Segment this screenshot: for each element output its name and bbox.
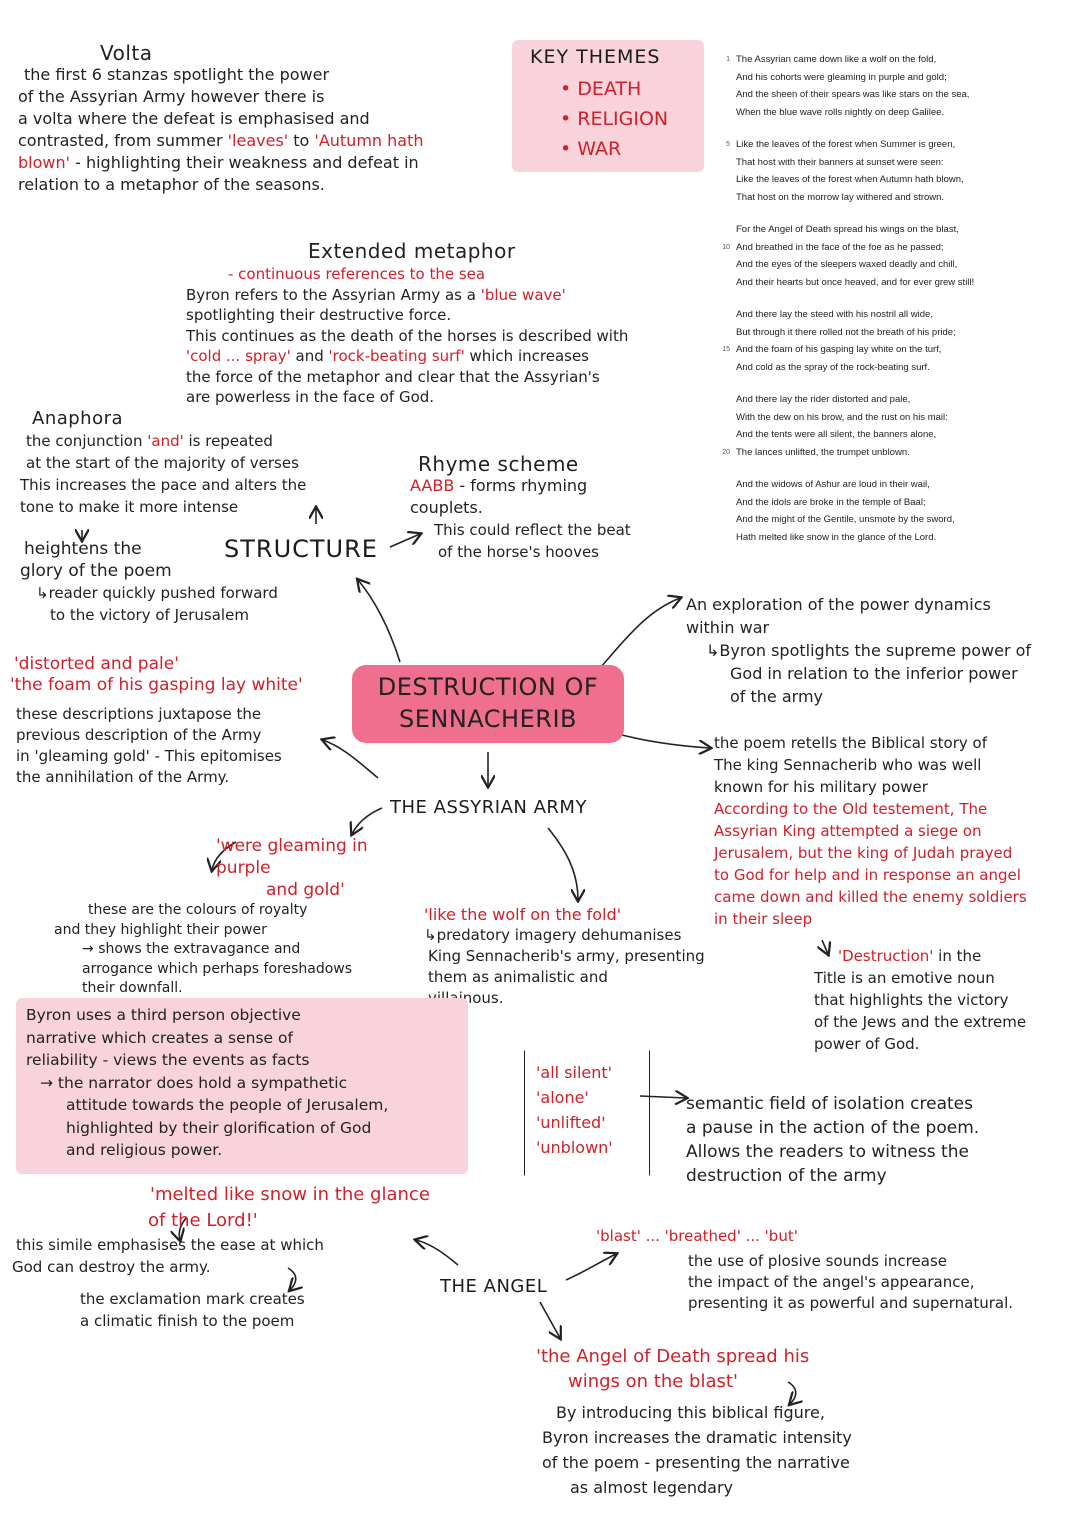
arrow-small-2 — [288, 1267, 296, 1290]
volta-line-5: blown' - highlighting their weakness and… — [18, 153, 419, 172]
destruction-note: 'Destruction' in the Title is an emotive… — [814, 947, 1027, 1053]
key-themes-box: KEY THEMES • DEATH • RELIGION • WAR — [512, 40, 704, 172]
arrow-small-1 — [179, 1217, 187, 1240]
arrow-small-3 — [788, 1381, 796, 1404]
arrow-to-melted — [416, 1240, 459, 1266]
extended-metaphor-line: are powerless in the face of God. — [186, 388, 435, 406]
arrow-small-4 — [212, 841, 237, 870]
poem-line: For the Angel of Death spread his wings … — [736, 224, 959, 235]
arrow-to-power — [599, 598, 680, 669]
poem-line: That host on the morrow lay withered and… — [736, 191, 945, 203]
arrow-hook-icon: ↳ — [706, 641, 720, 660]
poem-stanza: And the widows of Ashur are loud in thei… — [736, 476, 1066, 546]
arrow-to-plosive — [565, 1254, 616, 1281]
anaphora-heading: Anaphora — [32, 408, 124, 429]
plosive-section: 'blast' ... 'breathed' ... 'but' the use… — [596, 1227, 1014, 1312]
rhyme-scheme-heading: Rhyme scheme — [418, 452, 579, 476]
arrow-to-gleaming — [352, 807, 383, 834]
extended-metaphor-line: 'cold ... spray' and 'rock-beating surf'… — [186, 347, 589, 365]
poem-line: And there lay the rider distorted and pa… — [736, 394, 911, 405]
poem-line: When the blue wave rolls nightly on deep… — [736, 106, 945, 118]
rhyme-scheme-section: Rhyme scheme AABB - forms rhyming couple… — [410, 453, 710, 563]
arrow-isolation — [639, 1096, 686, 1098]
volta-line-6: relation to a metaphor of the seasons. — [18, 175, 325, 194]
angel-quote-section: 'the Angel of Death spread his wings on … — [536, 1346, 852, 1497]
power-dynamics-section: An exploration of the power dynamics wit… — [686, 595, 1032, 706]
gleaming-section: 'were gleaming in purple and gold' these… — [54, 836, 368, 996]
volta-line-4: contrasted, from summer 'leaves' to 'Aut… — [18, 131, 424, 150]
poem-line: Like the leaves of the forest when Autum… — [736, 174, 964, 185]
extended-metaphor-line: Byron refers to the Assyrian Army as a '… — [186, 285, 566, 304]
structure-label: STRUCTURE — [224, 535, 378, 563]
biblical-story-section: the poem retells the Biblical story of T… — [714, 734, 1027, 928]
extended-metaphor-line: the force of the metaphor and clear that… — [186, 367, 600, 386]
extended-metaphor-heading: Extended metaphor — [308, 239, 516, 263]
poem-line: And there lay the steed with his nostril… — [736, 309, 933, 320]
arrow-to-angel-quote — [539, 1301, 560, 1338]
arrow-to-structure — [358, 580, 401, 663]
poem-stanza: And there lay the steed with his nostril… — [722, 306, 1066, 376]
arrow-to-wolf — [547, 827, 578, 900]
poem-line: That host with their banners at sunset w… — [736, 156, 944, 168]
poem-line: With the dew on his brow, and the rust o… — [736, 411, 948, 423]
poem-line: And the might of the Gentile, unsmote by… — [736, 514, 955, 525]
melted-section: 'melted like snow in the glance of the L… — [12, 1184, 430, 1330]
isolation-section: semantic field of isolation creates a pa… — [686, 1094, 980, 1186]
arrow-to-biblical — [621, 734, 710, 748]
arrow-right-icon: → — [40, 1073, 58, 1092]
angel-label: THE ANGEL — [440, 1276, 548, 1297]
volta-line-1: the first 6 stanzas spotlight the power — [24, 65, 330, 84]
title-line-1: DESTRUCTION OF — [377, 673, 599, 701]
isolation-quotes: 'all silent' 'alone' 'unlifted' 'unblown… — [536, 1063, 613, 1157]
theme-religion: • RELIGION — [560, 108, 669, 130]
poem-stanza: And there lay the rider distorted and pa… — [722, 391, 1066, 461]
arrow-right-icon: → — [82, 941, 99, 957]
extended-metaphor-sub: - continuous references to the sea — [228, 265, 486, 283]
arrow-structure-to-rhyme — [389, 534, 420, 548]
poem-line: And cold as the spray of the rock-beatin… — [736, 361, 930, 373]
poem-stanza: For the Angel of Death spread his wings … — [722, 221, 1066, 291]
arrow-hook-icon: ↳ — [36, 584, 49, 602]
arrow-small-5 — [822, 939, 828, 954]
theme-death: • DEATH — [560, 78, 642, 100]
central-title: DESTRUCTION OF SENNACHERIB — [352, 665, 624, 743]
poem-line: And the widows of Ashur are loud in thei… — [736, 479, 930, 490]
narrative-box: Byron uses a third person objective narr… — [16, 998, 468, 1174]
volta-line-2: of the Assyrian Army however there is — [18, 87, 325, 106]
arrow-to-distorted — [323, 740, 379, 779]
extended-metaphor-section: Extended metaphor - continuous reference… — [186, 238, 716, 408]
extended-metaphor-line: This continues as the death of the horse… — [186, 326, 629, 345]
distorted-section: 'distorted and pale' 'the foam of his ga… — [10, 654, 303, 786]
key-themes-heading: KEY THEMES — [530, 46, 661, 68]
theme-war: • WAR — [560, 138, 622, 160]
anaphora-section: Anaphora the conjunction 'and' is repeat… — [20, 408, 390, 626]
poem-line: And his cohorts were gleaming in purple … — [736, 71, 947, 83]
arrow-hook-icon: ↳ — [424, 926, 437, 944]
title-line-2: SENNACHERIB — [399, 705, 577, 733]
poem-line: And the sheen of their spears was like s… — [736, 89, 970, 100]
poem-line: And the idols are broke in the temple of… — [736, 496, 926, 508]
poem-line: But through it there rolled not the brea… — [736, 326, 956, 338]
volta-section: Volta the first 6 stanzas spotlight the … — [18, 42, 538, 196]
volta-heading: Volta — [100, 41, 153, 65]
extended-metaphor-line: spotlighting their destructive force. — [186, 306, 452, 324]
poem-line: Hath melted like snow in the glance of t… — [736, 531, 937, 543]
volta-line-3: a volta where the defeat is emphasised a… — [18, 109, 370, 128]
poem-line: And the eyes of the sleepers waxed deadl… — [736, 259, 958, 270]
assyrian-army-label: THE ASSYRIAN ARMY — [390, 797, 587, 818]
isolation-bracket — [524, 1050, 650, 1176]
poem-line: And the tents were all silent, the banne… — [736, 429, 937, 440]
wolf-section: 'like the wolf on the fold' ↳predatory i… — [424, 905, 705, 1007]
poem-line: And their hearts but once heaved, and fo… — [736, 276, 975, 288]
